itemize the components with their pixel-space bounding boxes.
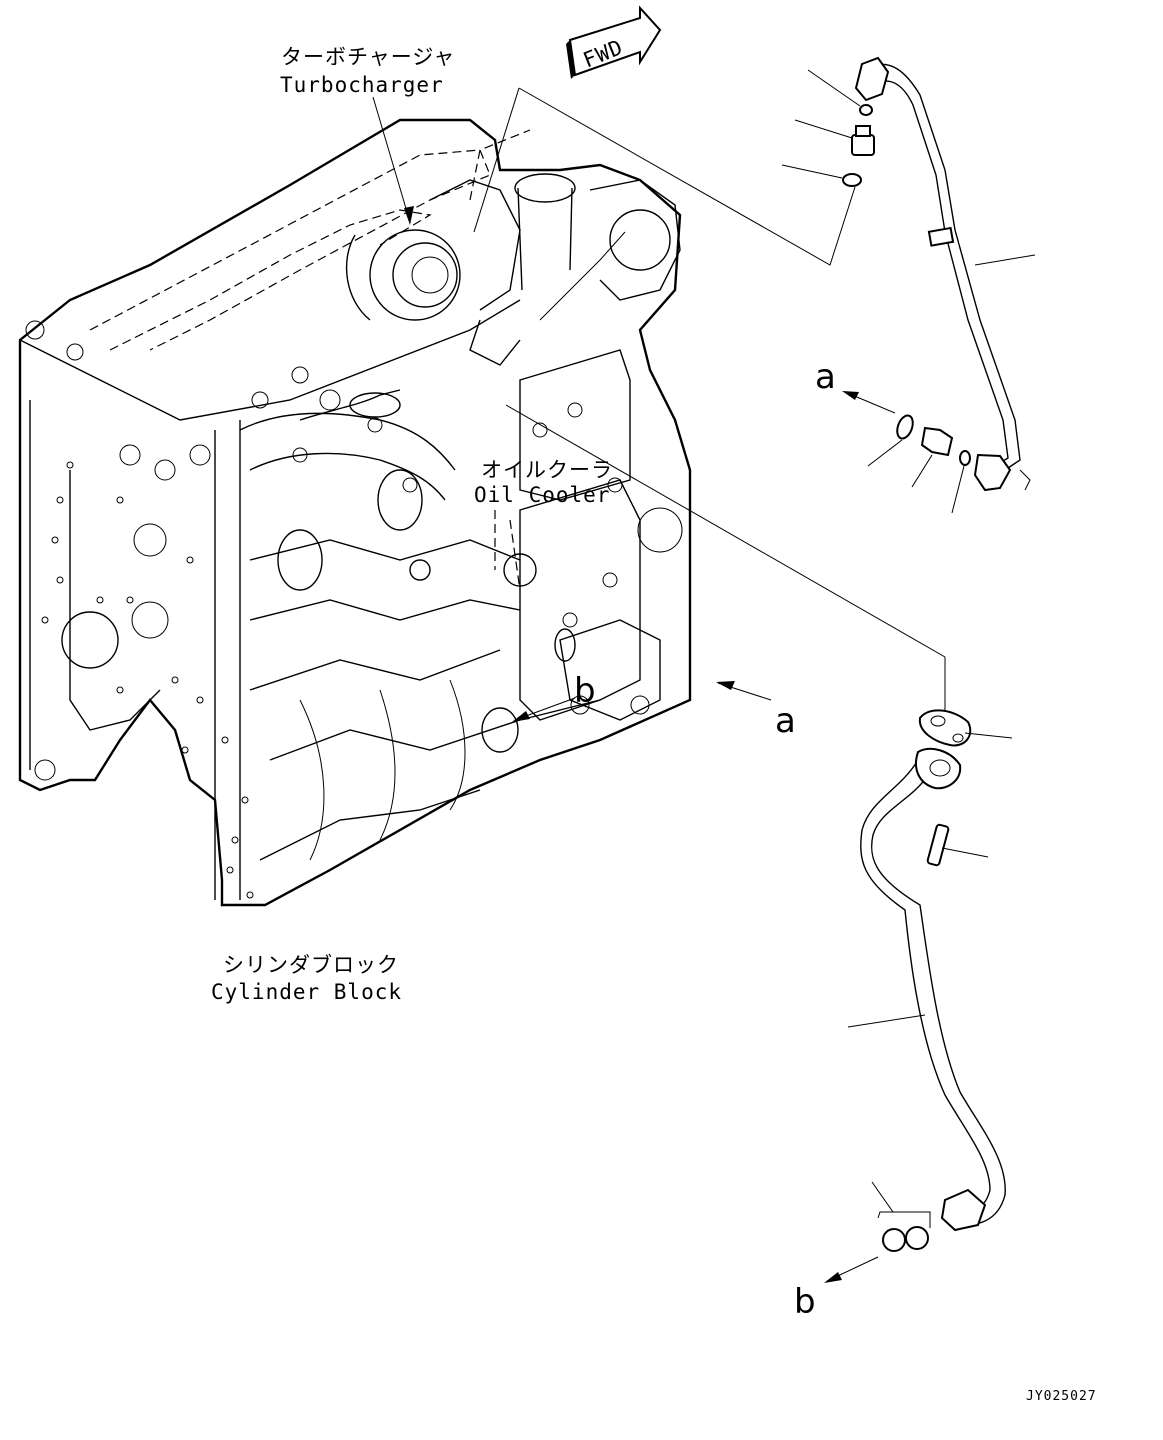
cylinder-block-drawing [18, 118, 692, 907]
reference-b-lower: b [794, 1282, 816, 1322]
drawing-code: JY025027 [1026, 1389, 1097, 1404]
cooler-connector-parts [867, 414, 971, 514]
reference-b-upper: b [574, 671, 596, 711]
oil-return-pipe [847, 747, 1006, 1232]
lower-fitting-parts [871, 709, 1013, 1252]
oil-cooler-label-jp: オイルクーラ [481, 458, 613, 482]
leader-lines [372, 87, 946, 1283]
turbocharger-label-jp: ターボチャージャ [281, 45, 455, 69]
upper-callout-lines [781, 69, 1036, 266]
cylinder-block-label-jp: シリンダブロック [223, 953, 399, 977]
oil-feed-pipe [854, 56, 1031, 492]
oil-cooler-label-en: Oil Cooler [474, 483, 610, 507]
turbocharger-label-en: Turbocharger [280, 73, 444, 97]
forward-direction-arrow: FWD [566, 5, 662, 79]
cylinder-block-label-en: Cylinder Block [211, 980, 402, 1004]
reference-a-upper: a [815, 357, 836, 397]
reference-a-lower: a [775, 701, 796, 741]
upper-fitting-parts [842, 104, 875, 187]
